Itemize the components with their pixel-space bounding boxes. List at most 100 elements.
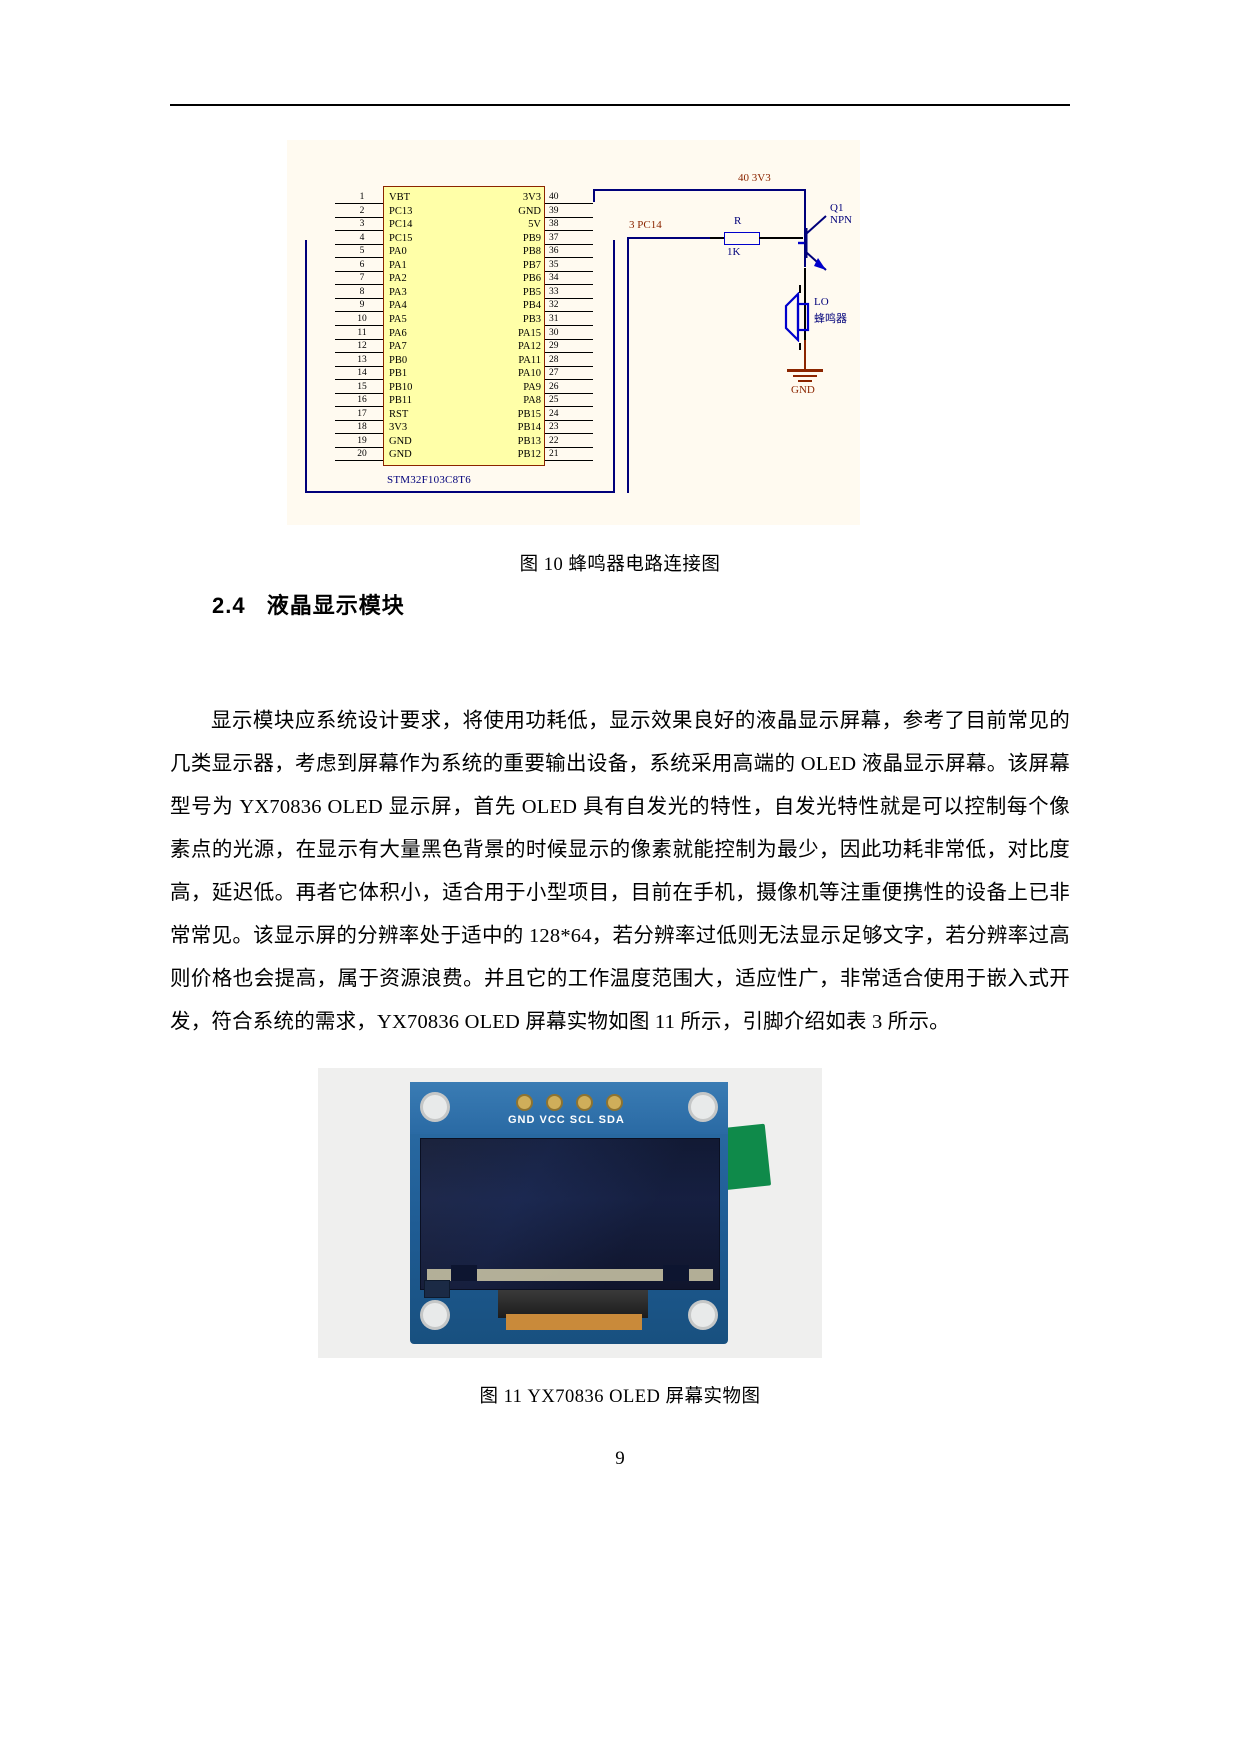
pin-lead-left <box>335 297 383 299</box>
wire-buzzer-top-tick <box>799 285 801 293</box>
pin-name-right: PA12 <box>518 341 541 353</box>
pin-number-right: 39 <box>549 205 559 216</box>
pin-number-left: 18 <box>357 422 367 433</box>
pin-lead-right <box>545 311 593 313</box>
pcb-silkscreen-labels: GND VCC SCL SDA <box>508 1114 625 1126</box>
pin-number-right: 21 <box>549 449 559 460</box>
pin-name-right: PB13 <box>517 435 541 447</box>
pin-lead-right <box>545 297 593 299</box>
pin-number-left: 14 <box>357 368 367 379</box>
pin-name-right: PB3 <box>522 313 541 325</box>
pin-number-left: 5 <box>359 246 365 257</box>
pin-name-left: PB0 <box>389 354 408 366</box>
pin-number-right: 27 <box>549 368 559 379</box>
resistor-value: 1K <box>727 246 741 258</box>
pin-name-left: PC13 <box>389 205 413 217</box>
pin-name-right: PB8 <box>522 246 541 258</box>
pin-number-right: 28 <box>549 354 559 365</box>
pin-number-right: 22 <box>549 435 559 446</box>
pin-name-left: VBT <box>389 192 410 203</box>
pin-number-left: 11 <box>357 327 367 338</box>
pin-number-left: 6 <box>359 259 365 270</box>
buzzer-symbol <box>784 292 810 342</box>
pin-number-right: 33 <box>549 286 559 297</box>
pin-lead-left <box>335 311 383 313</box>
mount-hole-top-left <box>420 1092 450 1122</box>
pin-name-right: GND <box>518 205 541 217</box>
buzzer-reference: LO <box>814 296 829 308</box>
pin-name-right: PB14 <box>517 422 541 434</box>
oled-module-pcb: GND VCC SCL SDA <box>410 1082 728 1344</box>
pin-lead-left <box>335 257 383 259</box>
ground-bar-2 <box>793 375 817 377</box>
resistor-symbol <box>724 232 760 245</box>
pin-name-right: PB7 <box>522 259 541 271</box>
pin-number-left: 1 <box>359 192 365 202</box>
section-number: 2.4 <box>212 593 246 618</box>
pin-lead-left <box>335 216 383 218</box>
pin-lead-left <box>335 419 383 421</box>
pin-number-right: 29 <box>549 341 559 352</box>
pin-number-right: 30 <box>549 327 559 338</box>
pin-lead-left <box>335 270 383 272</box>
pin-lead-left <box>335 446 383 448</box>
pin-lead-right <box>545 433 593 435</box>
pin-name-right: 5V <box>528 219 541 231</box>
pin-name-right: PA8 <box>523 395 541 407</box>
buzzer-name: 蜂鸣器 <box>814 313 847 325</box>
glass-notch-left <box>451 1265 477 1281</box>
pin-lead-left <box>335 338 383 340</box>
pin-name-right: PA9 <box>523 381 541 393</box>
pin-number-left: 19 <box>357 435 367 446</box>
pin-name-right: PB12 <box>517 449 541 461</box>
pin-lead-left <box>335 433 383 435</box>
pin-name-right: PB9 <box>522 232 541 244</box>
pin-name-left: PA1 <box>389 259 407 271</box>
pin-number-right: 38 <box>549 219 559 230</box>
pin-lead-right <box>545 270 593 272</box>
pin-number-left: 15 <box>357 381 367 392</box>
figure-11-photo: GND VCC SCL SDA <box>318 1068 822 1358</box>
pin-lead-left <box>335 392 383 394</box>
resistor-reference: R <box>734 215 742 227</box>
pin-name-left: RST <box>389 408 409 420</box>
pin-name-right: 3V3 <box>522 192 541 203</box>
pin-name-left: PC15 <box>389 232 413 244</box>
pin-name-right: PA10 <box>518 368 541 380</box>
pin-name-left: PA4 <box>389 300 407 312</box>
pin-pad-vcc <box>546 1094 563 1111</box>
transistor-reference: Q1 <box>830 202 844 214</box>
pin-number-right: 37 <box>549 232 559 243</box>
pin-number-right: 26 <box>549 381 559 392</box>
pin-name-left: PB10 <box>389 381 413 393</box>
wire-bottom-right-vertical <box>613 240 615 493</box>
pin-lead-right <box>545 216 593 218</box>
pin-lead-right <box>545 352 593 354</box>
pcb-top-strip <box>410 1082 728 1134</box>
body-paragraph: 显示模块应系统设计要求，将使用功耗低，显示效果良好的液晶显示屏幕，参考了目前常见… <box>170 700 1070 1044</box>
pin-number-right: 40 <box>549 192 559 202</box>
wire-to-ground <box>804 340 806 370</box>
pin-lead-left <box>335 406 383 408</box>
pin-number-right: 34 <box>549 273 559 284</box>
pin-number-left: 13 <box>357 354 367 365</box>
pin-name-left: PB1 <box>389 368 408 380</box>
pin-name-left: PC14 <box>389 219 413 231</box>
pin-number-left: 16 <box>357 395 367 406</box>
pin-lead-right <box>545 284 593 286</box>
wire-emitter-down <box>804 268 806 370</box>
wire-pc14-vertical <box>627 237 629 493</box>
pin-number-right: 25 <box>549 395 559 406</box>
pin-number-left: 4 <box>359 232 365 243</box>
wire-resistor-left-lead <box>710 237 725 239</box>
pin-pad-scl <box>576 1094 593 1111</box>
ground-bar-1 <box>787 369 823 372</box>
mount-hole-top-right <box>688 1092 718 1122</box>
pin-lead-left <box>335 203 383 204</box>
figure-11-caption: 图 11 YX70836 OLED 屏幕实物图 <box>479 1387 761 1407</box>
pin-number-left: 17 <box>357 408 367 419</box>
ground-bar-3 <box>798 380 812 382</box>
pin-name-left: PB11 <box>389 395 412 407</box>
